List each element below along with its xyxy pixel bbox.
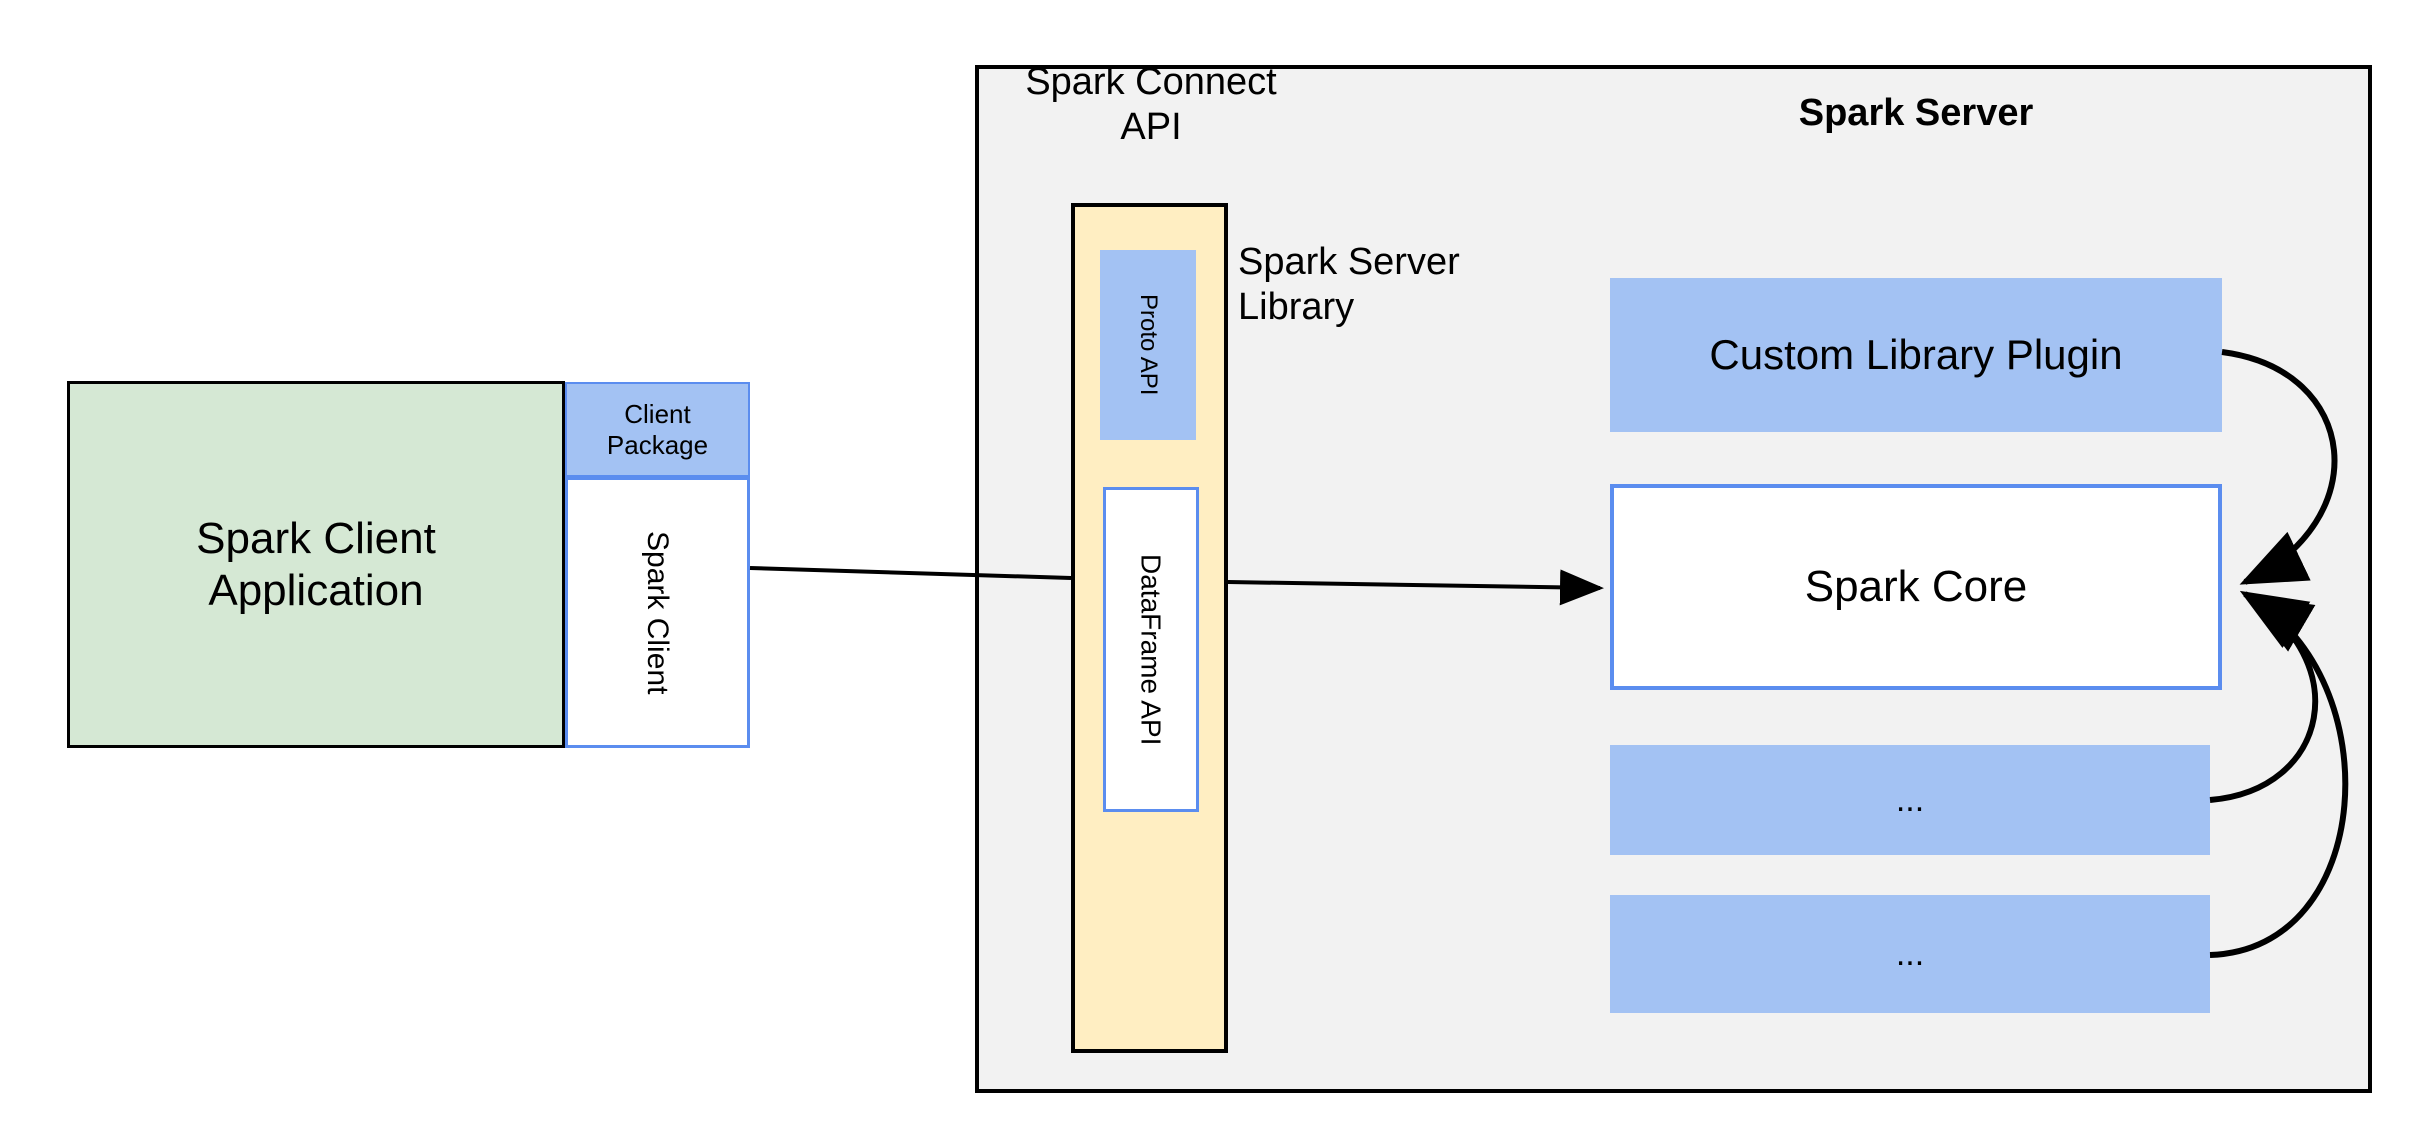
plugin-placeholder-box-1[interactable]: ... <box>1610 745 2210 855</box>
spark-server-library-line2: Library <box>1238 285 1355 328</box>
spark-server-library-label: Spark Server Library <box>1238 240 1538 330</box>
spark-client-label: Spark Client <box>641 530 675 695</box>
client-package-label-line2: Package <box>606 429 709 460</box>
proto-api-label: Proto API <box>1135 294 1163 396</box>
client-package-label-line1: Client <box>624 398 691 429</box>
custom-library-plugin-box[interactable]: Custom Library Plugin <box>1610 278 2222 432</box>
proto-api-box[interactable]: Proto API <box>1100 250 1196 440</box>
dataframe-api-box[interactable]: DataFrame API <box>1103 487 1199 812</box>
plugin-placeholder-box-2[interactable]: ... <box>1610 895 2210 1013</box>
spark-core-box[interactable]: Spark Core <box>1610 484 2222 690</box>
spark-client-box[interactable]: Spark Client <box>565 477 750 748</box>
plugin-placeholder-label-2: ... <box>1895 934 1925 973</box>
client-app-label-line1: Spark Client <box>196 513 436 563</box>
dataframe-api-label: DataFrame API <box>1135 553 1167 746</box>
spark-server-library-line1: Spark Server <box>1238 241 1460 283</box>
custom-library-plugin-label: Custom Library Plugin <box>1709 331 2123 379</box>
spark-connect-api-line2: API <box>1120 105 1182 148</box>
spark-connect-api-label: Spark Connect API <box>1016 60 1286 148</box>
spark-server-title: Spark Server <box>1798 91 2034 134</box>
client-app-label-line2: Application <box>208 565 424 615</box>
spark-connect-api-line1: Spark Connect <box>1025 61 1277 103</box>
client-package-box[interactable]: Client Package <box>565 382 750 477</box>
spark-client-application-box[interactable]: Spark Client Application <box>67 381 565 748</box>
spark-core-label: Spark Core <box>1804 562 2028 612</box>
plugin-placeholder-label-1: ... <box>1895 780 1925 819</box>
